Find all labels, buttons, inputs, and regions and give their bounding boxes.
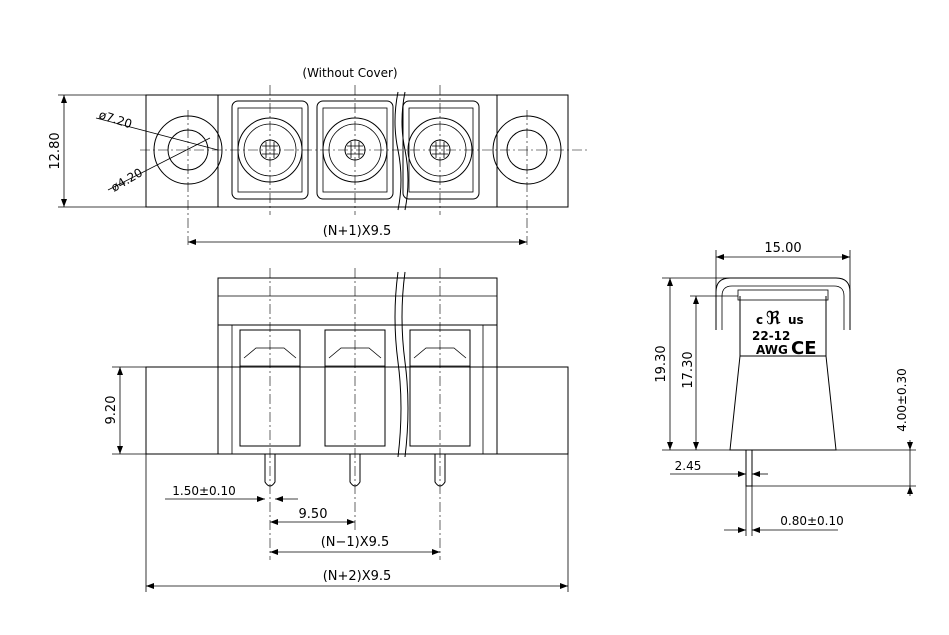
pin-offset-dim: 2.45 [675, 459, 702, 473]
ul-us-mark: us [788, 313, 804, 327]
top-view: (Without Cover) [48, 66, 590, 245]
pin-diameter-dim: 1.50±0.10 [172, 484, 236, 498]
side-cover-outline [715, 277, 851, 330]
front-body-outline [217, 277, 498, 455]
top-view-caption: (Without Cover) [302, 66, 397, 80]
pin-length-dim: 4.00±0.30 [895, 368, 909, 432]
side-total-height-dim: 19.30 [654, 345, 669, 382]
pin-pitch-dim: 9.50 [299, 507, 328, 522]
front-view: 9.20 1.50±0.10 9.50 (N−1)X9.5 (N+2)X9.5 [104, 268, 569, 592]
ul-logo: ℜ [766, 308, 781, 329]
top-height-dim: 12.80 [48, 132, 63, 169]
outer-diameter-dim: ø7.20 [97, 108, 134, 132]
inner-diameter-dim: ø4.20 [109, 165, 145, 194]
side-pin [745, 449, 753, 487]
pitch-total-dim: (N−1)X9.5 [321, 535, 390, 550]
overall-length-dim: (N+2)X9.5 [323, 569, 392, 584]
ul-c-mark: c [756, 313, 763, 327]
marking-line1: 22-12 [752, 329, 790, 343]
marking-line2: AWG [756, 343, 788, 357]
side-view: c ℜ us 22-12 AWG CE 15.00 19.30 17.30 4.… [654, 241, 916, 536]
pin-thickness-dim: 0.80±0.10 [780, 514, 844, 528]
top-view-outline [145, 94, 569, 208]
side-body-height-dim: 17.30 [681, 351, 696, 388]
front-base-height-dim: 9.20 [104, 396, 119, 425]
front-base-outline [145, 366, 569, 455]
top-pitch-dim: (N+1)X9.5 [323, 224, 392, 239]
side-width-dim: 15.00 [764, 241, 801, 256]
side-body-outline [729, 296, 837, 451]
ce-mark: CE [791, 338, 817, 359]
